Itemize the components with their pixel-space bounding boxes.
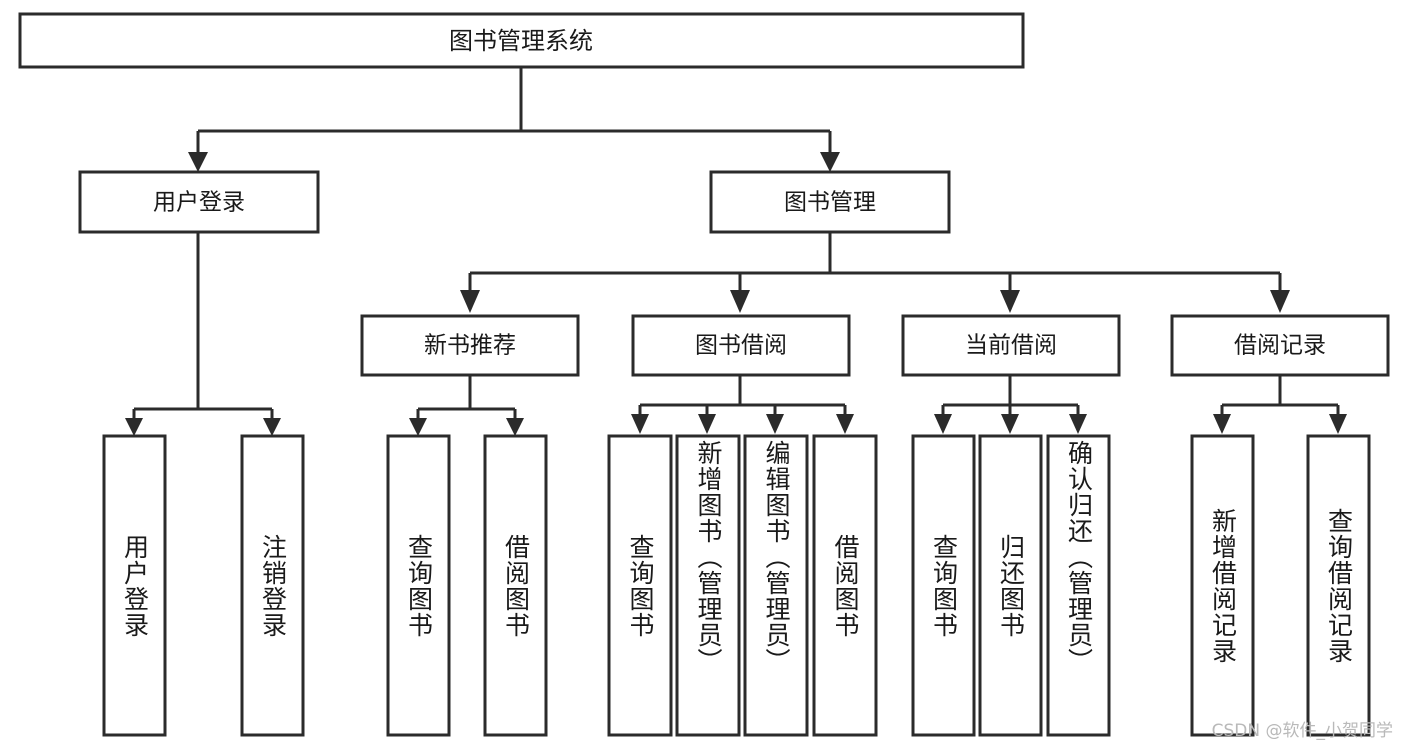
node-book-management[interactable]: 图书管理 (709, 170, 951, 234)
arrow-currentborrow-leaf-3 (1069, 414, 1087, 434)
connector-root-bus (196, 67, 832, 152)
node-book-borrow-label: 图书借阅 (695, 333, 787, 359)
node-new-book-recommend[interactable]: 新书推荐 (360, 314, 580, 377)
connector-userlogin-bus (132, 232, 274, 418)
arrow-userlogin-leaf-2 (263, 418, 281, 436)
connector-currentborrow-bus (941, 375, 1080, 414)
leaf-box-bookborrow-edit[interactable] (743, 434, 809, 737)
arrow-bookborrow-leaf-3 (766, 414, 784, 434)
node-root-box[interactable] (18, 12, 1025, 69)
leaf-box-newbook-query[interactable] (386, 434, 451, 737)
node-borrow-record-label: 借阅记录 (1234, 333, 1326, 359)
arrow-bookborrow-leaf-2 (698, 414, 716, 434)
leaf-box-layer (102, 434, 1371, 737)
leaf-box-newbook-borrow[interactable] (483, 434, 548, 737)
leaf-box-bookborrow-query[interactable] (607, 434, 673, 737)
node-root-label: 图书管理系统 (449, 27, 593, 55)
arrow-currentborrow-leaf-1 (934, 414, 952, 434)
leaf-box-bookborrow-lend[interactable] (812, 434, 878, 737)
arrow-borrowrecord-leaf-1 (1213, 414, 1231, 434)
connector-layer (125, 67, 1347, 436)
node-book-borrow[interactable]: 图书借阅 (631, 314, 851, 377)
arrow-to-book-mgmt (820, 152, 840, 172)
leaf-box-user-login[interactable] (102, 434, 167, 737)
node-user-login-box[interactable] (78, 170, 320, 234)
arrow-borrowrecord-leaf-2 (1329, 414, 1347, 434)
node-new-book-recommend-box[interactable] (360, 314, 580, 377)
arrow-to-borrow-record (1270, 290, 1290, 313)
arrow-to-new-book (460, 290, 480, 313)
node-book-borrow-box[interactable] (631, 314, 851, 377)
connector-newbook-bus (416, 375, 517, 418)
arrow-to-current-borrow (1000, 290, 1020, 313)
arrow-bookborrow-leaf-1 (631, 414, 649, 434)
node-user-login-label: 用户登录 (153, 190, 245, 216)
connector-bookborrow-bus (638, 375, 847, 414)
leaf-box-record-add[interactable] (1190, 434, 1255, 737)
leaf-box-currentborrow-query[interactable] (911, 434, 976, 737)
node-root[interactable]: 图书管理系统 (18, 12, 1025, 69)
leaf-box-logout[interactable] (240, 434, 305, 737)
node-book-management-box[interactable] (709, 170, 951, 234)
arrow-newbook-leaf-2 (506, 418, 524, 436)
node-user-login[interactable]: 用户登录 (78, 170, 320, 234)
arrow-currentborrow-leaf-2 (1001, 414, 1019, 434)
arrow-to-book-borrow (730, 290, 750, 313)
leaf-box-currentborrow-confirm[interactable] (1046, 434, 1111, 737)
node-borrow-record[interactable]: 借阅记录 (1170, 314, 1390, 377)
node-current-borrow-label: 当前借阅 (965, 333, 1057, 359)
node-current-borrow-box[interactable] (901, 314, 1121, 377)
connector-borrowrecord-bus (1220, 375, 1340, 414)
node-borrow-record-box[interactable] (1170, 314, 1390, 377)
watermark-text: CSDN @软件_小贺同学 (1211, 721, 1393, 741)
arrow-userlogin-leaf-1 (125, 418, 143, 436)
leaf-box-currentborrow-return[interactable] (978, 434, 1043, 737)
connector-bookmgmt-bus (468, 232, 1282, 290)
node-new-book-recommend-label: 新书推荐 (424, 333, 516, 359)
arrow-bookborrow-leaf-4 (836, 414, 854, 434)
arrow-newbook-leaf-1 (409, 418, 427, 436)
leaf-box-bookborrow-add[interactable] (675, 434, 741, 737)
node-current-borrow[interactable]: 当前借阅 (901, 314, 1121, 377)
arrow-to-user-login (188, 152, 208, 172)
leaf-box-record-query[interactable] (1306, 434, 1371, 737)
node-book-management-label: 图书管理 (784, 190, 876, 216)
